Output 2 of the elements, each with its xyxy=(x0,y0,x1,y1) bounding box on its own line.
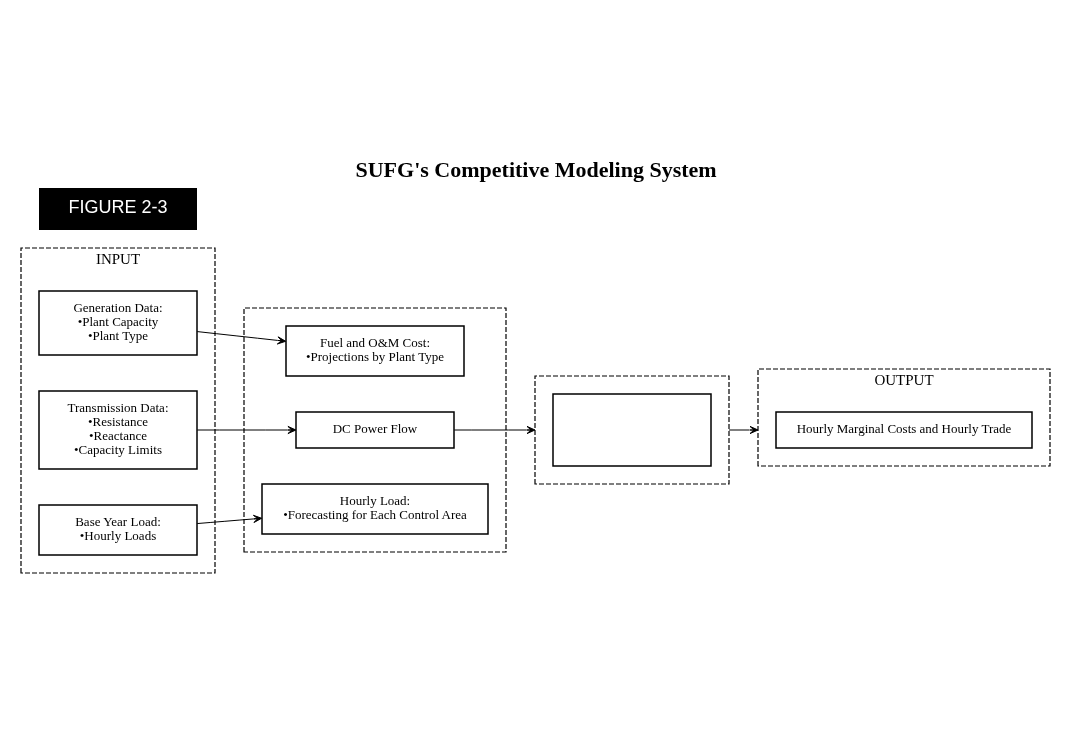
label: FIGURE 2-3 xyxy=(68,196,168,217)
diagram-title: SUFG's Competitive Modeling System xyxy=(355,156,717,182)
